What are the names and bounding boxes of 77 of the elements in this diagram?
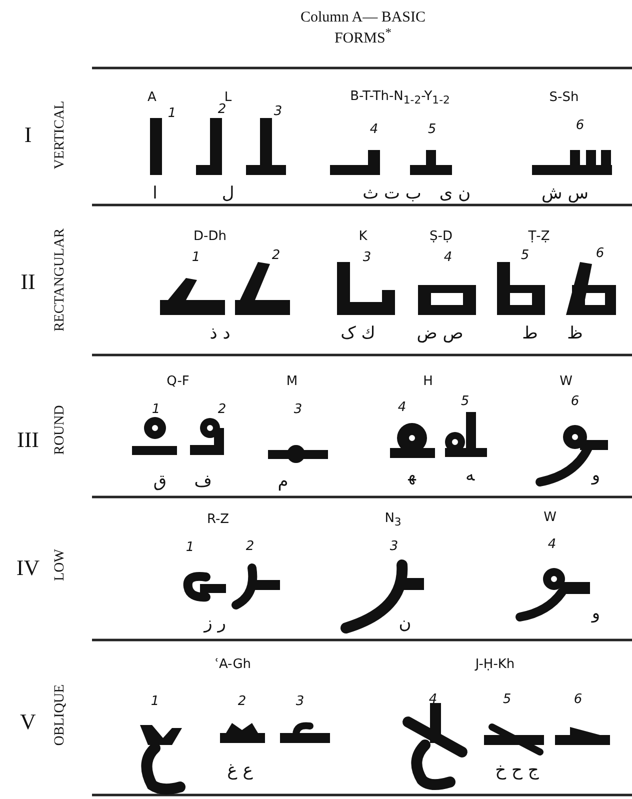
arabic-letter: ج ح خ [495, 762, 539, 780]
letter-name: Q-F [166, 374, 190, 390]
letter-name: ʿA-Gh [214, 658, 252, 672]
letter-name: W [544, 510, 556, 526]
category-label: OBLIQUE [52, 684, 68, 746]
arabic-letter: د ذ [210, 324, 230, 344]
form-number: 2 [238, 694, 246, 710]
letter-name: D-Dh [194, 230, 226, 244]
letter-name: K [358, 230, 368, 244]
letter-name: J-Ḥ-Kh [475, 658, 515, 672]
form-number: 1 [186, 540, 194, 556]
letter-name: W [560, 374, 572, 390]
form-number: 6 [570, 394, 580, 410]
arabic-letter: م [278, 472, 288, 492]
form-number: 1 [192, 250, 200, 266]
form-number: 3 [362, 250, 372, 266]
row-numeral: II [20, 270, 36, 294]
arabic-letter: ظ [567, 324, 583, 344]
row-numeral: V [20, 710, 36, 734]
letter-name: M [286, 374, 298, 390]
arabic-letter: ك ک [340, 324, 376, 344]
arabic-letter: ر ز [204, 614, 226, 634]
arabic-letter: ﻬ [408, 466, 416, 486]
form-number: 1 [168, 106, 176, 122]
letter-name: H [423, 374, 433, 390]
arabic-letter: ع غ [227, 762, 253, 780]
letter-name: L [224, 90, 232, 105]
form-number: 2 [246, 540, 254, 554]
arabic-letter: ص ض [416, 324, 464, 344]
form-number: 3 [294, 402, 302, 418]
arabic-letter: ط [522, 324, 538, 344]
letter-name: A [148, 90, 156, 106]
letter-name: S-Sh [549, 90, 579, 106]
arabic-letter: س ش [542, 184, 588, 204]
form-number: 3 [390, 540, 398, 554]
form-number: 1 [152, 402, 160, 418]
form-number: 5 [502, 692, 512, 708]
arabic-letter: و [592, 466, 600, 486]
arabic-letter: ن ی [439, 184, 471, 204]
form-number: 4 [428, 692, 438, 708]
form-number: 4 [398, 400, 406, 416]
form-number: 5 [460, 394, 470, 410]
letter-name: Ṣ-Ḍ [430, 230, 452, 244]
form-number: 3 [274, 104, 282, 120]
category-label: RECTANGULAR [52, 228, 68, 332]
row-numeral: I [24, 122, 32, 148]
form-number: 4 [444, 250, 452, 266]
form-number: 6 [596, 246, 604, 262]
letter-name: B-T-Th-N$_{1-2}$-Y$_{1-2}$ [350, 90, 450, 106]
arabic-letter: ل [222, 184, 234, 204]
form-number: 5 [428, 122, 436, 138]
letter-name: Ṭ-Ẓ [528, 230, 550, 244]
letter-name: N$_{3}$ [384, 512, 402, 528]
arabic-letter: ا [152, 184, 158, 204]
arabic-letter: ف [194, 472, 212, 492]
form-number: 4 [548, 538, 556, 552]
form-number: 2 [218, 402, 226, 418]
form-number: 6 [576, 118, 584, 134]
form-number: 4 [370, 122, 378, 138]
letter-name: R-Z [206, 512, 230, 528]
arabic-letter: ق [153, 472, 167, 492]
row-numeral: III [17, 428, 39, 452]
arabic-letter: ﻪ [465, 466, 475, 486]
form-number: 6 [574, 692, 582, 708]
category-label: ROUND [52, 405, 68, 455]
form-number: 1 [150, 694, 160, 710]
row-numeral: IV [16, 556, 40, 580]
category-label: VERTICAL [52, 100, 68, 170]
form-number: 2 [218, 102, 226, 118]
form-number: 2 [272, 248, 280, 264]
arabic-letter: و [592, 604, 600, 624]
form-number: 3 [296, 694, 304, 710]
category-label: LOW [52, 549, 68, 581]
form-number: 5 [520, 248, 530, 264]
arabic-letter: ن [398, 614, 412, 634]
figure-title: Column A— BASIC FORMS$^{*}$ [299, 10, 427, 46]
arabic-letter: ب ت ث [362, 184, 422, 204]
